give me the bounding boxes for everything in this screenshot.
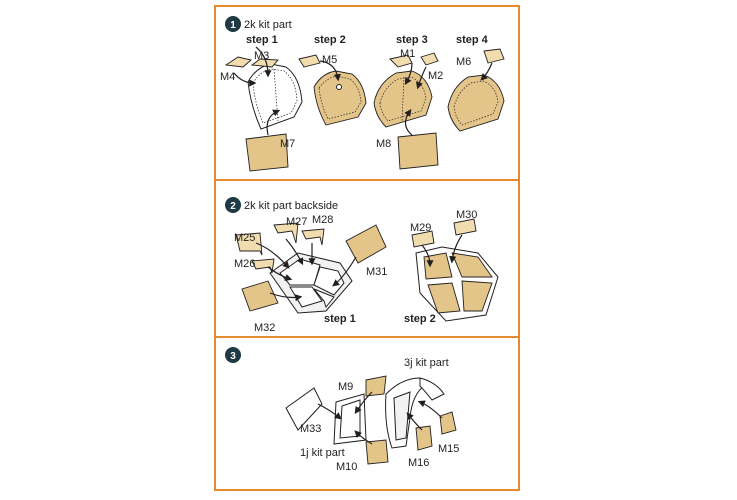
part-label-M8: M8 bbox=[376, 138, 391, 150]
panel-3-illustration: 3 3j kit part 1j kit part M9 M33 M10 M16… bbox=[225, 347, 459, 473]
part-M15-shape bbox=[439, 411, 457, 435]
panel-1-number-badge bbox=[225, 16, 241, 32]
part-label-M25: M25 bbox=[234, 232, 255, 244]
part-M29-shape bbox=[411, 230, 435, 248]
part-label-M26: M26 bbox=[234, 258, 255, 270]
panel-1-number: 1 bbox=[230, 20, 236, 31]
part-M6-shape bbox=[483, 48, 505, 64]
part-M3-shape bbox=[250, 58, 279, 68]
part-M30-shape bbox=[453, 218, 477, 236]
part-label-M16: M16 bbox=[408, 457, 429, 469]
part-label-M15: M15 bbox=[438, 443, 459, 455]
part-M4-shape bbox=[224, 56, 252, 68]
step-1-frame-part bbox=[247, 63, 303, 130]
panel-3-kit-part-1j: 1j kit part bbox=[300, 447, 345, 459]
part-label-M10: M10 bbox=[336, 461, 357, 473]
step-panel-2: 2 2k kit part backside M27 M28 M25 M26 M… bbox=[214, 181, 520, 338]
step-2-frame-part bbox=[313, 70, 367, 126]
part-label-M27: M27 bbox=[286, 216, 307, 228]
part-label-M4: M4 bbox=[220, 71, 235, 83]
part-M28-shape bbox=[301, 228, 325, 246]
part-M10-shape bbox=[365, 439, 389, 465]
panel-3-kit-part-3j: 3j kit part bbox=[404, 357, 449, 369]
part-label-M2: M2 bbox=[428, 70, 443, 82]
part-label-M3: M3 bbox=[254, 50, 269, 62]
panel-3-number-badge bbox=[225, 347, 241, 363]
part-label-M1: M1 bbox=[400, 48, 415, 60]
part-label-M9: M9 bbox=[338, 381, 353, 393]
panel-2-number: 2 bbox=[230, 201, 236, 212]
part-M5-shape bbox=[298, 54, 321, 68]
part-M27-shape bbox=[273, 222, 299, 244]
part-M16-shape bbox=[415, 425, 433, 451]
part-M7-shape bbox=[245, 133, 289, 172]
part-M33-shape bbox=[285, 387, 323, 431]
part-label-M29: M29 bbox=[410, 222, 431, 234]
panel-2-kit-part: 2k kit part backside bbox=[244, 200, 338, 212]
part-label-M7: M7 bbox=[280, 138, 295, 150]
part-label-M6: M6 bbox=[456, 56, 471, 68]
part-label-M33: M33 bbox=[300, 423, 321, 435]
step-4-frame-part bbox=[447, 74, 505, 132]
part-label-M32: M32 bbox=[254, 322, 275, 334]
part-M32-shape bbox=[241, 280, 279, 312]
part-M9-shape bbox=[365, 375, 387, 397]
panel-2-step-1-frame bbox=[269, 252, 353, 314]
panel-1-step-4: step 4 bbox=[456, 34, 489, 46]
part-label-M28: M28 bbox=[312, 214, 333, 226]
panel-2-step-1: step 1 bbox=[324, 313, 356, 325]
part-M2-shape bbox=[420, 52, 439, 66]
panel-2-number-badge bbox=[225, 197, 241, 213]
part-M31-shape bbox=[345, 224, 387, 264]
panel-3-number: 3 bbox=[230, 351, 236, 362]
panel-1-illustration: 1 2k kit part step 1 step 2 step 3 step … bbox=[220, 16, 505, 172]
panel-1-kit-part: 2k kit part bbox=[244, 19, 292, 31]
part-label-M31: M31 bbox=[366, 266, 387, 278]
panel-2-step-2: step 2 bbox=[404, 313, 436, 325]
panel-2-step-2-frame bbox=[415, 246, 499, 322]
panel-1-step-1: step 1 bbox=[246, 34, 278, 46]
panel-1-step-3: step 3 bbox=[396, 34, 428, 46]
part-M8-shape bbox=[397, 132, 439, 170]
part-label-M30: M30 bbox=[456, 209, 477, 221]
part-M25-shape bbox=[235, 232, 263, 256]
step-3-frame-part bbox=[373, 70, 433, 128]
part-label-M5: M5 bbox=[322, 54, 337, 66]
step-panel-3: 3 3j kit part 1j kit part M9 M33 M10 M16… bbox=[214, 338, 520, 491]
panel-1-step-2: step 2 bbox=[314, 34, 346, 46]
panel-3-3j-part bbox=[385, 377, 445, 449]
panel-2-illustration: 2 2k kit part backside M27 M28 M25 M26 M… bbox=[225, 197, 499, 334]
step-panel-1: 1 2k kit part step 1 step 2 step 3 step … bbox=[214, 5, 520, 181]
